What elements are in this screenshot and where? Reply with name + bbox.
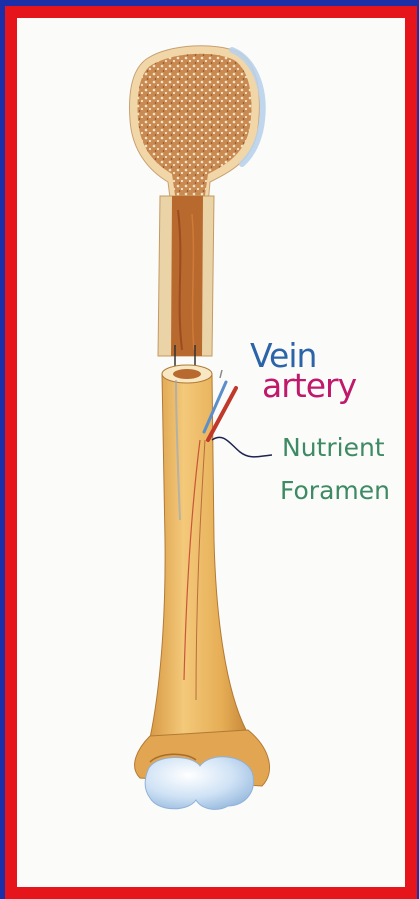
articular-cartilage xyxy=(145,757,253,810)
nutrient-label: Nutrient xyxy=(282,433,385,462)
foramen-leader-line xyxy=(212,437,272,457)
artery-label: artery xyxy=(262,366,356,405)
upper-shaft-section xyxy=(158,196,214,356)
lower-shaft xyxy=(150,365,246,738)
foramen-label: Foramen xyxy=(280,476,390,505)
